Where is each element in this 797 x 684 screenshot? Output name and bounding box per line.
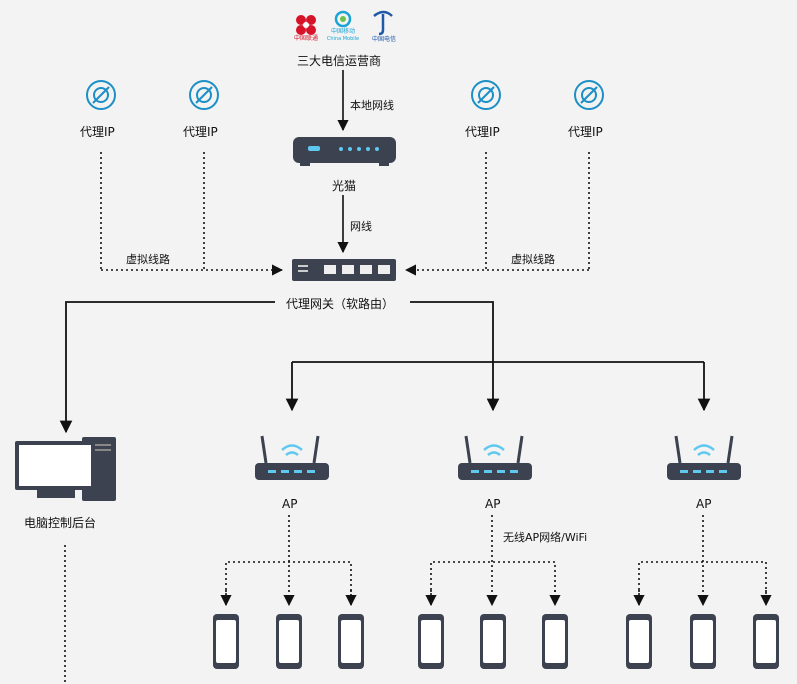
local-line-label: 本地网线 [350, 99, 394, 112]
cable-label: 网线 [350, 220, 372, 233]
carriers-caption: 三大电信运营商 [297, 54, 382, 68]
phone-icon [276, 614, 302, 669]
wifi-links [64, 515, 772, 684]
phone-icon [753, 614, 779, 669]
unicom-logo-text: 中国联通 [294, 34, 318, 42]
modem-label: 光猫 [332, 179, 357, 193]
backend-label: 电脑控制后台 [24, 516, 97, 530]
ap-label: AP [282, 497, 298, 511]
proxy-label: 代理IP [568, 125, 603, 139]
proxy-label: 代理IP [80, 125, 115, 139]
phone-icon [690, 614, 716, 669]
ap-label: AP [696, 497, 712, 511]
phone-icon [213, 614, 239, 669]
mobile-logo-en: China Mobile [327, 36, 359, 42]
gateway-icon [292, 259, 396, 281]
ap-label: AP [485, 497, 501, 511]
proxy-icon [189, 80, 219, 110]
china-mobile-logo: 中国移动 China Mobile [327, 10, 359, 42]
proxy-icon [574, 80, 604, 110]
proxy-label: 代理IP [465, 125, 500, 139]
phone-icon [338, 614, 364, 669]
telecom-logo-text: 中国电信 [372, 35, 396, 43]
mobile-logo-text: 中国移动 [331, 27, 355, 35]
proxy-label: 代理IP [183, 125, 218, 139]
virtual-line-label-right: 虚拟线路 [507, 251, 559, 267]
phone-icon [542, 614, 568, 669]
proxy-icon [86, 80, 116, 110]
solid-links [59, 301, 711, 434]
virtual-line-label-left: 虚拟线路 [122, 251, 174, 267]
access-point-icon [667, 435, 741, 480]
access-point-icon [255, 435, 329, 480]
china-telecom-logo: 中国电信 [372, 10, 396, 43]
phone-icon [418, 614, 444, 669]
proxy-icon [471, 80, 501, 110]
phone-icon [626, 614, 652, 669]
unicom-logo: 中国联通 [294, 15, 318, 42]
wifi-network-label: 无线AP网络/WiFi [499, 529, 592, 545]
access-point-icon [458, 435, 532, 480]
computer-icon [15, 437, 116, 501]
virtual-lines [100, 152, 590, 276]
phone-icon [480, 614, 506, 669]
modem-icon [293, 137, 396, 166]
gateway-label: 代理网关（软路由） [282, 295, 399, 312]
